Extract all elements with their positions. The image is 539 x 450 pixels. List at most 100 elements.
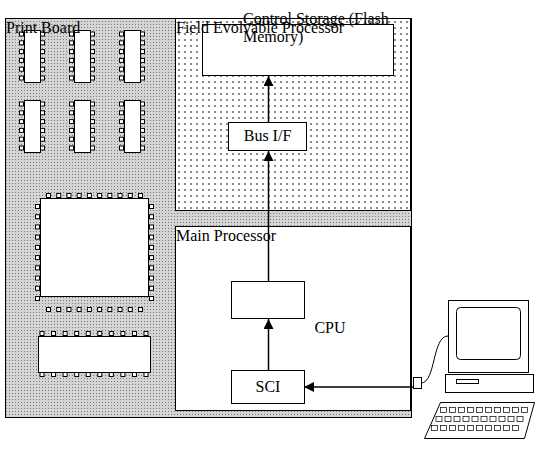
chip-pin (109, 373, 113, 377)
chip-pin (108, 194, 112, 198)
chip-pin (75, 332, 79, 336)
chip-pin (41, 67, 45, 71)
chip-pin (98, 332, 102, 336)
chip-pin (20, 67, 24, 71)
chip-pin (36, 215, 40, 219)
chip-pin (120, 41, 124, 45)
chip-body (125, 31, 141, 83)
chip-pin (121, 332, 125, 336)
chip-pin (41, 50, 45, 54)
key (486, 426, 492, 431)
chip-pin (47, 194, 51, 198)
chip-pin (36, 225, 40, 229)
key (513, 408, 519, 413)
chip-pin (91, 128, 95, 132)
chip-pin (141, 58, 145, 62)
key (504, 408, 510, 413)
chip-pin (120, 120, 124, 124)
chip-pin (20, 146, 24, 150)
chip-pin (20, 76, 24, 80)
chip-pin (108, 308, 112, 312)
chip-pin (41, 41, 45, 45)
chip-pin (20, 41, 24, 45)
chip-pin (141, 32, 145, 36)
board-ground (6, 19, 412, 418)
chip-pin (118, 194, 122, 198)
cable (421, 336, 448, 383)
chip-pin (132, 373, 136, 377)
key (495, 426, 501, 431)
chip-pin (141, 120, 145, 124)
chip-pin (91, 41, 95, 45)
chip-pin (91, 111, 95, 115)
chip-pin (150, 256, 154, 260)
box-label: SCI (232, 371, 304, 399)
chip-pin (144, 373, 148, 377)
chip-pin (150, 245, 154, 249)
box-label: Bus I/F (229, 123, 306, 149)
chip-pin (41, 102, 45, 106)
chip-pin (91, 102, 95, 106)
chip-body (25, 31, 41, 83)
dip-chip (39, 332, 151, 377)
key (522, 408, 528, 413)
key (477, 426, 483, 431)
chip-pin (41, 137, 45, 141)
key (459, 408, 465, 413)
chip-pin (91, 76, 95, 80)
chip-pin (63, 373, 67, 377)
chip-pin (70, 102, 74, 106)
region-label: Main Processor (176, 227, 276, 245)
dip-chip (70, 31, 95, 83)
chip-pin (150, 235, 154, 239)
chip-pin (150, 276, 154, 280)
chip-pin (70, 146, 74, 150)
chip-pin (91, 120, 95, 124)
chip-pin (98, 308, 102, 312)
monitor-screen (457, 308, 521, 360)
chip-pin (67, 194, 71, 198)
chip-pin (91, 67, 95, 71)
key (468, 408, 474, 413)
key (459, 426, 465, 431)
region-label: Field Evolvable Processor (176, 19, 344, 37)
chip-pin (120, 58, 124, 62)
chip-body (125, 101, 141, 153)
chip-pin (91, 146, 95, 150)
chip-pin (141, 111, 145, 115)
chip-pin (120, 32, 124, 36)
key (454, 417, 460, 422)
chip-pin (75, 373, 79, 377)
keyboard (425, 403, 535, 439)
chip-pin (70, 50, 74, 54)
key (450, 426, 456, 431)
chip-pin (141, 41, 145, 45)
chip-pin (150, 297, 154, 301)
key (499, 417, 505, 422)
main-processor-box: CPUSCIMain Processor (175, 226, 411, 411)
chip-pin (52, 332, 56, 336)
key (441, 426, 447, 431)
monitor (449, 301, 529, 373)
chip-pin (150, 266, 154, 270)
chip-pin (141, 76, 145, 80)
chip-pin (87, 194, 91, 198)
chip-pin (70, 67, 74, 71)
dip-chip (120, 101, 145, 153)
chip-pin (109, 332, 113, 336)
fep-region: Control Storage (Flash Memory)Bus I/FFie… (175, 18, 411, 211)
chip-pin (20, 50, 24, 54)
chip-pin (70, 137, 74, 141)
bus-arrow (268, 151, 270, 281)
chip-pin (20, 128, 24, 132)
key (517, 417, 523, 422)
sci-box: SCI (231, 370, 305, 404)
key (450, 408, 456, 413)
chip-pin (36, 235, 40, 239)
key (436, 417, 442, 422)
chip-pin (139, 194, 143, 198)
chip-pin (120, 76, 124, 80)
chip-pin (132, 332, 136, 336)
chip-pin (150, 205, 154, 209)
key (481, 417, 487, 422)
